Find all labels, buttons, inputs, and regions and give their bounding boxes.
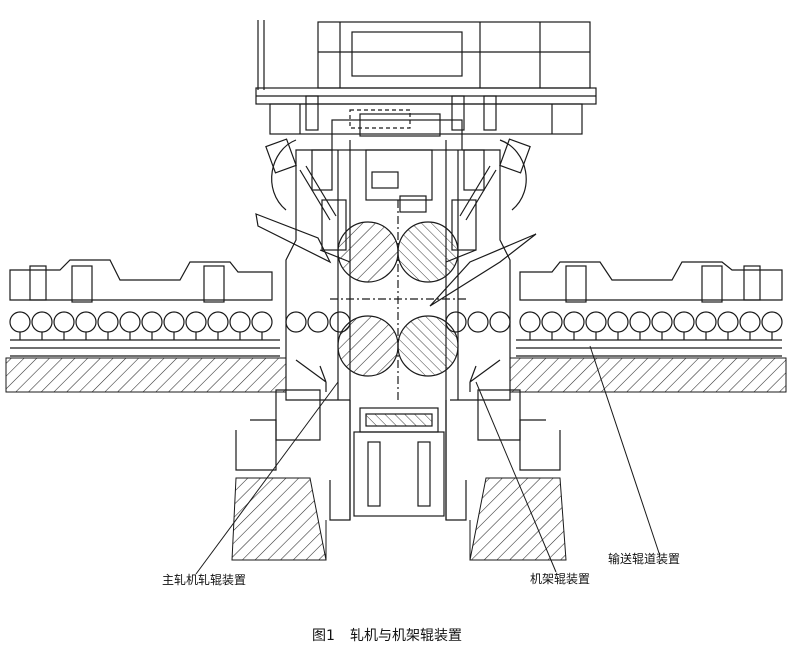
mill-housing	[285, 113, 511, 520]
conveyor-roller	[695, 311, 717, 333]
conveyor-roller	[651, 311, 673, 333]
conveyor-roller	[251, 311, 273, 333]
conveyor-roller	[229, 311, 251, 333]
conveyor-roller	[629, 311, 651, 333]
conveyor-roller	[207, 311, 229, 333]
left-mechanism	[255, 138, 351, 264]
label-conveyor: 输送辊道装置	[608, 551, 680, 566]
conveyor-roller	[119, 311, 141, 333]
label-main-roll: 主轧机轧辊装置	[162, 573, 246, 587]
caption-title: 轧机与机架辊装置	[350, 628, 462, 644]
left-roller-table	[9, 259, 280, 357]
conveyor-roller	[585, 311, 607, 333]
conveyor-roller	[97, 311, 119, 333]
conveyor-roller	[9, 311, 31, 333]
top-platform	[255, 20, 597, 135]
conveyor-roller	[31, 311, 53, 333]
conveyor-roller	[141, 311, 163, 333]
right-rollers	[519, 311, 783, 340]
lower-block	[235, 359, 561, 521]
conveyor-roller	[163, 311, 185, 333]
conveyor-roller	[563, 311, 585, 333]
conveyor-roller	[673, 311, 695, 333]
conveyor-roller	[761, 311, 783, 333]
conveyor-roller	[53, 311, 75, 333]
conveyor-roller	[739, 311, 761, 333]
caption-number: 图1	[312, 628, 335, 644]
left-rollers	[9, 311, 273, 340]
conveyor-roller	[541, 311, 563, 333]
conveyor-roller	[519, 311, 541, 333]
right-roller-table	[516, 261, 783, 357]
conveyor-roller	[717, 311, 739, 333]
conveyor-roller	[607, 311, 629, 333]
conveyor-roller	[185, 311, 207, 333]
foundation	[5, 357, 787, 561]
conveyor-roller	[75, 311, 97, 333]
label-stand-roll: 机架辊装置	[530, 572, 590, 586]
main-work-rolls	[330, 200, 466, 400]
leader-lines	[195, 345, 661, 575]
stand-rolls	[285, 311, 511, 333]
